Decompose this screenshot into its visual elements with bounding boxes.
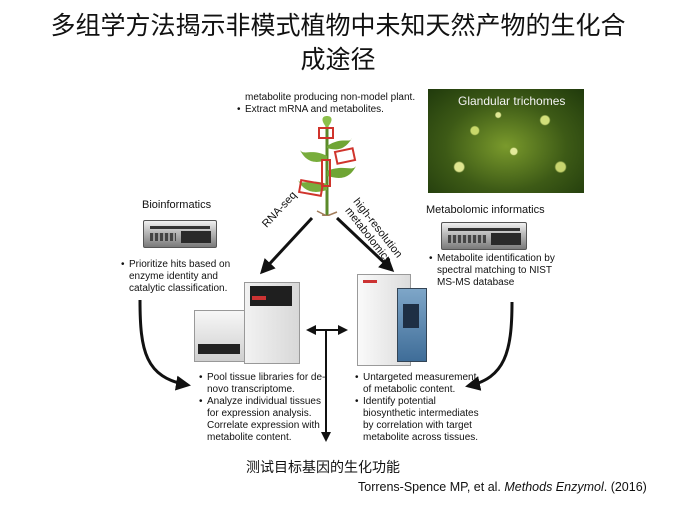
citation: Torrens-Spence MP, et al. Methods Enzymo…: [358, 480, 647, 494]
slide-title-line2: 成途径: [300, 45, 376, 74]
bioinformatics-note: Prioritize hits based on enzyme identity…: [120, 259, 250, 295]
trichomes-label: Glandular trichomes: [458, 94, 566, 108]
sequencer-note: Pool tissue libraries for de-novo transc…: [198, 372, 326, 444]
citation-year: . (2016): [603, 480, 647, 494]
trichomes-photo: Glandular trichomes: [428, 89, 584, 193]
metabolomic-heading: Metabolomic informatics: [426, 204, 545, 216]
bottom-label: 测试目标基因的生化功能: [246, 460, 400, 476]
plant-note-item: Extract mRNA and metabolites.: [237, 104, 426, 116]
citation-journal: Methods Enzymol: [504, 480, 604, 494]
citation-authors: Torrens-Spence MP, et al.: [358, 480, 501, 494]
metabolomic-item: Metabolite identification by spectral ma…: [429, 253, 558, 289]
ms-item-1: Untargeted measurement of metabolic cont…: [355, 372, 484, 396]
bioinformatics-heading: Bioinformatics: [142, 199, 212, 211]
sequencer-instrument: [194, 282, 300, 364]
plant-illustration: [297, 116, 357, 216]
metabolomic-server: [441, 222, 527, 250]
plant-note-line1: metabolite producing non-model plant.: [245, 92, 416, 103]
ms-item-2: Identify potential biosynthetic intermed…: [355, 396, 484, 444]
bioinformatics-curve-arrow: [138, 299, 191, 391]
rna-seq-arrow: [259, 216, 314, 275]
slide-title-line1: 多组学方法揭示非模式植物中未知天然产物的生化合: [50, 11, 626, 40]
mass-spectrometer: [357, 274, 427, 366]
metabolomic-note: Metabolite identification by spectral ma…: [428, 253, 558, 289]
sequencer-item-1: Pool tissue libraries for de-novo transc…: [199, 372, 326, 396]
sequencer-item-2: Analyze individual tissues for expressio…: [199, 396, 326, 444]
bioinformatics-server: [143, 220, 217, 248]
bioinformatics-item: Prioritize hits based on enzyme identity…: [121, 259, 250, 295]
ms-note: Untargeted measurement of metabolic cont…: [354, 372, 484, 444]
plant-note: metabolite producing non-model plant. Ex…: [236, 92, 426, 116]
metabolomics-arrow: [335, 216, 395, 273]
